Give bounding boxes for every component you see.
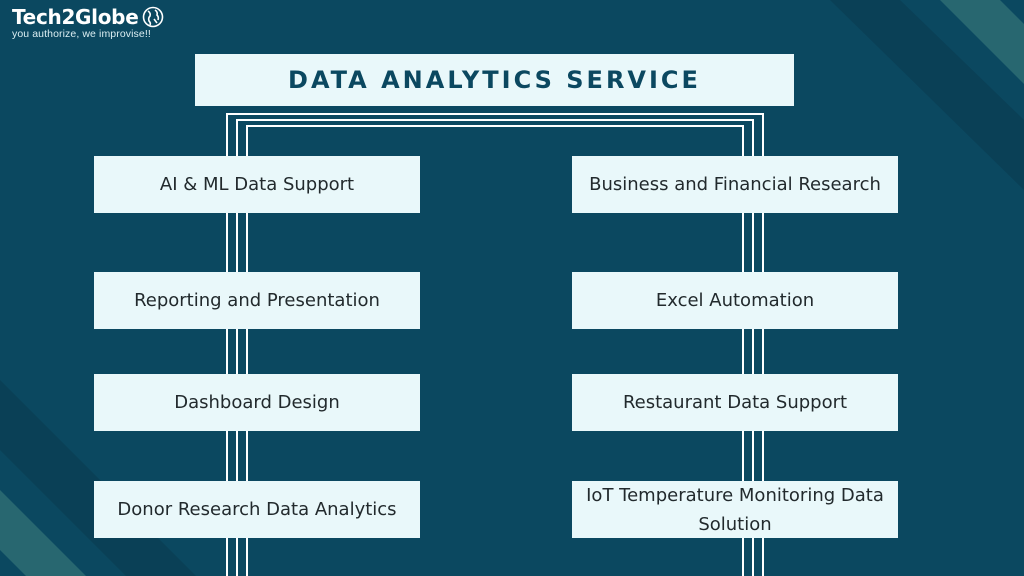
- connector-lines: [226, 113, 764, 576]
- service-card-donor-research-data-analytics: Donor Research Data Analytics: [94, 481, 420, 538]
- service-card-dashboard-design: Dashboard Design: [94, 374, 420, 431]
- service-card-reporting-and-presentation: Reporting and Presentation: [94, 272, 420, 329]
- service-card-label: Excel Automation: [655, 290, 815, 311]
- diagram-title-box: DATA ANALYTICS SERVICE: [195, 54, 794, 106]
- service-card-label: Reporting and Presentation: [134, 290, 380, 311]
- logo-name: Tech2Globe: [12, 5, 139, 29]
- connector-line: [246, 125, 744, 576]
- decor-stripe: [940, 0, 1024, 84]
- decor-stripe: [0, 490, 86, 576]
- service-card-business-and-financial-research: Business and Financial Research: [572, 156, 898, 213]
- service-card-label: Donor Research Data Analytics: [117, 499, 397, 520]
- service-card-iot-temperature-monitoring: IoT Temperature Monitoring Data Solution: [572, 481, 898, 538]
- service-card-restaurant-data-support: Restaurant Data Support: [572, 374, 898, 431]
- service-card-ai-ml-data-support: AI & ML Data Support: [94, 156, 420, 213]
- logo-tagline: you authorize, we improvise!!: [12, 28, 151, 40]
- service-card-label: AI & ML Data Support: [159, 174, 355, 195]
- brand-logo[interactable]: Tech2Globe you authorize, we improvise!!: [12, 4, 165, 40]
- logo-name-row: Tech2Globe: [12, 4, 165, 30]
- decor-stripe: [830, 0, 1024, 190]
- globe-icon: [141, 5, 165, 29]
- service-card-label: Restaurant Data Support: [622, 392, 848, 413]
- connector-line: [236, 119, 754, 576]
- connector-line: [226, 113, 764, 576]
- service-card-label: IoT Temperature Monitoring Data Solution: [586, 484, 884, 535]
- service-card-label: Dashboard Design: [174, 392, 340, 413]
- diagram-title: DATA ANALYTICS SERVICE: [288, 66, 701, 94]
- service-card-excel-automation: Excel Automation: [572, 272, 898, 329]
- service-card-label: Business and Financial Research: [589, 174, 881, 195]
